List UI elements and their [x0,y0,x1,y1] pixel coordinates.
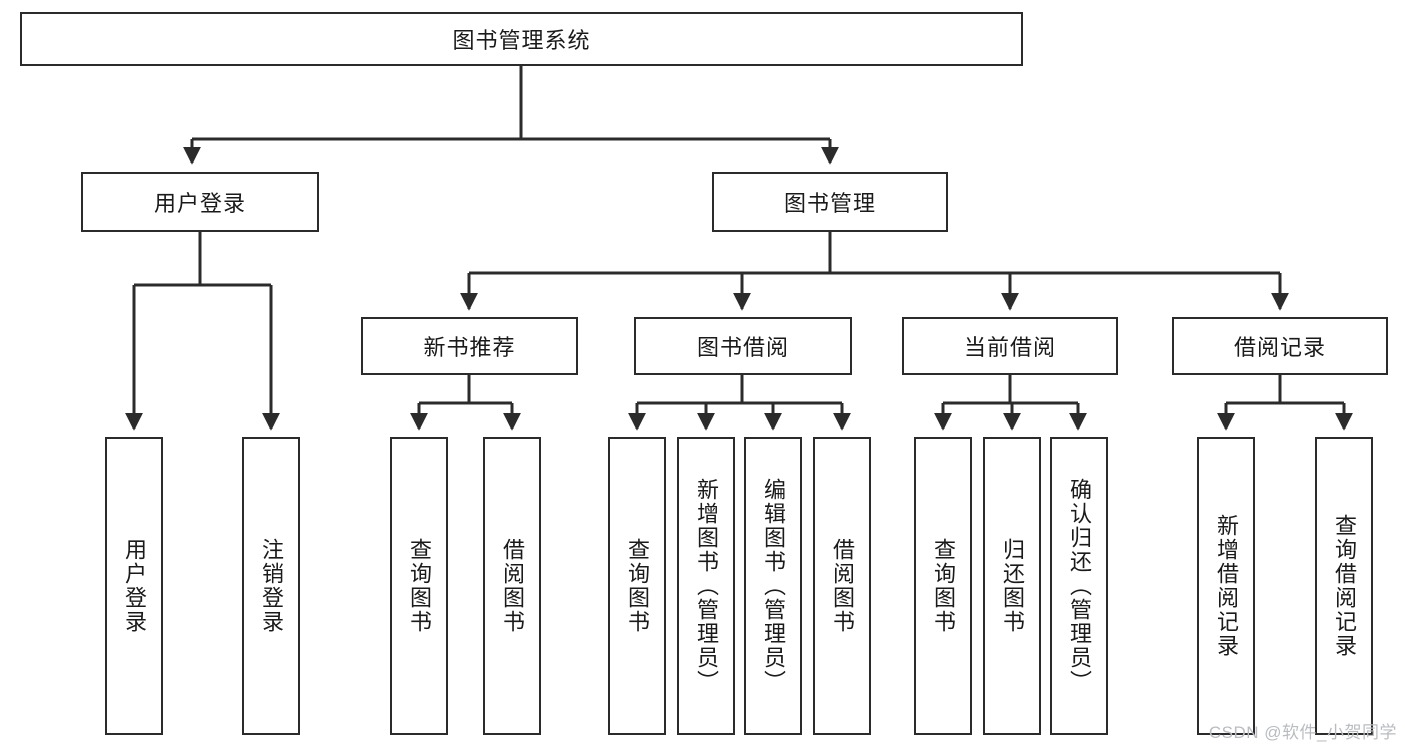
watermark: CSDN @软件_小贺同学 [1208,723,1397,742]
node-leaf-query-book-3[interactable]: 查询图书 [914,437,972,735]
node-leaf-query-book-3-label: 查询图书 [931,538,956,634]
node-leaf-query-book-2-label: 查询图书 [625,538,650,634]
node-leaf-add-record[interactable]: 新增借阅记录 [1197,437,1255,735]
node-leaf-borrow-book-2[interactable]: 借阅图书 [813,437,871,735]
node-leaf-confirm-return-label: 确认归还（管理员） [1067,478,1092,694]
node-user-login-label: 用户登录 [153,191,246,216]
node-current-borrow[interactable]: 当前借阅 [902,317,1118,375]
node-leaf-query-record-label: 查询借阅记录 [1332,514,1357,658]
node-book-manage-label: 图书管理 [783,191,876,216]
node-leaf-edit-book-label: 编辑图书（管理员） [761,478,786,694]
node-leaf-user-login-label: 用户登录 [122,538,147,634]
node-leaf-confirm-return[interactable]: 确认归还（管理员） [1050,437,1108,735]
node-leaf-borrow-book-1[interactable]: 借阅图书 [483,437,541,735]
node-leaf-return-book-label: 归还图书 [1000,538,1025,634]
node-leaf-user-login[interactable]: 用户登录 [105,437,163,735]
node-leaf-logout-login-label: 注销登录 [259,538,284,634]
node-leaf-add-book[interactable]: 新增图书（管理员） [677,437,735,735]
node-leaf-logout-login[interactable]: 注销登录 [242,437,300,735]
node-root[interactable]: 图书管理系统 [20,12,1023,66]
node-book-manage[interactable]: 图书管理 [712,172,948,232]
node-leaf-query-record[interactable]: 查询借阅记录 [1315,437,1373,735]
node-book-borrow-label: 图书借阅 [696,335,789,360]
node-current-borrow-label: 当前借阅 [963,335,1056,360]
node-borrow-record-label: 借阅记录 [1233,335,1326,360]
node-leaf-borrow-book-1-label: 借阅图书 [500,538,525,634]
node-new-book-recommend[interactable]: 新书推荐 [361,317,578,375]
node-user-login[interactable]: 用户登录 [81,172,319,232]
node-borrow-record[interactable]: 借阅记录 [1172,317,1388,375]
node-new-book-recommend-label: 新书推荐 [423,335,516,360]
node-leaf-query-book-1[interactable]: 查询图书 [390,437,448,735]
node-book-borrow[interactable]: 图书借阅 [634,317,852,375]
node-leaf-query-book-1-label: 查询图书 [407,538,432,634]
node-root-label: 图书管理系统 [452,28,591,53]
node-leaf-edit-book[interactable]: 编辑图书（管理员） [744,437,802,735]
node-leaf-add-book-label: 新增图书（管理员） [694,478,719,694]
node-leaf-add-record-label: 新增借阅记录 [1214,514,1239,658]
node-leaf-borrow-book-2-label: 借阅图书 [830,538,855,634]
node-leaf-return-book[interactable]: 归还图书 [983,437,1041,735]
node-leaf-query-book-2[interactable]: 查询图书 [608,437,666,735]
